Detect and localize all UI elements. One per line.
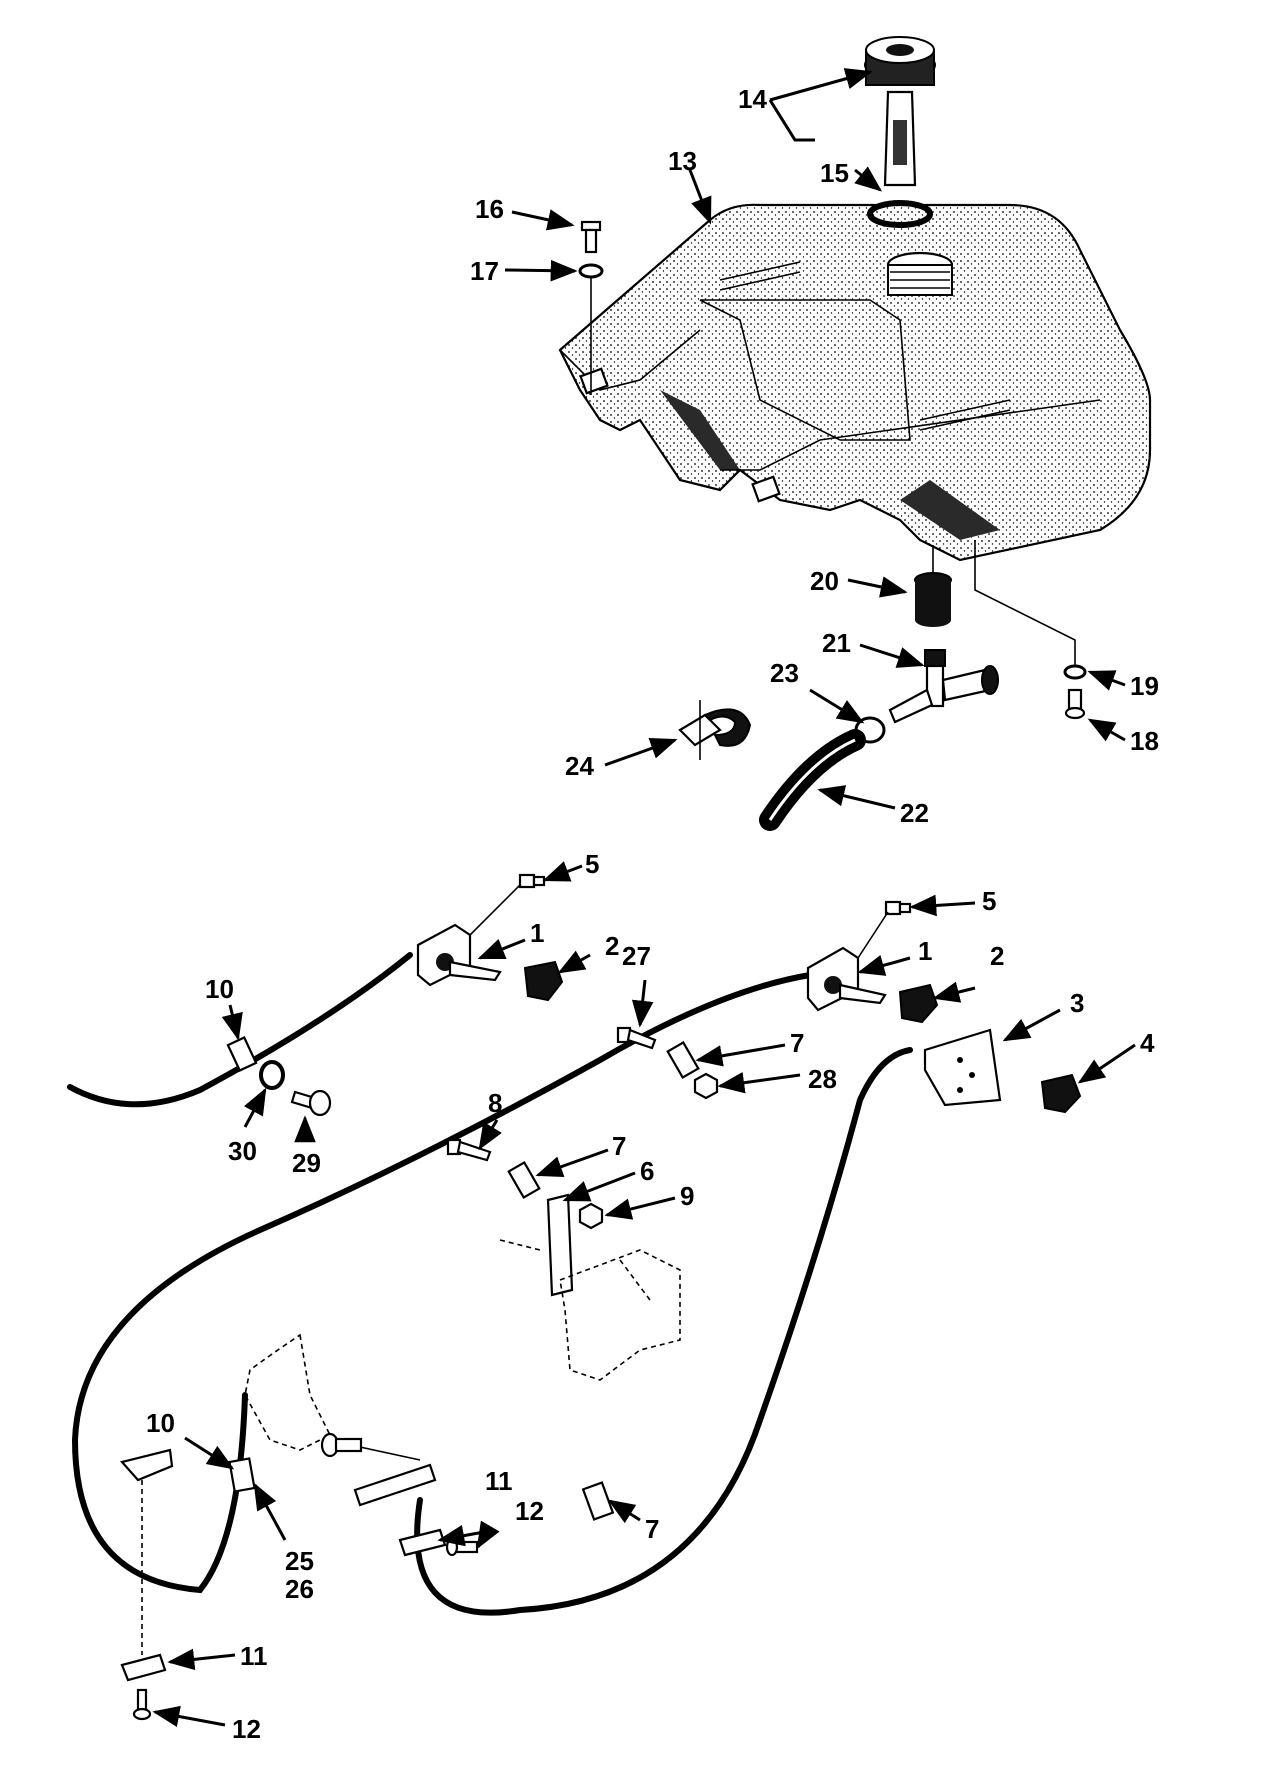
- cable-bracket-right: [806, 946, 887, 1012]
- tank-washer: [578, 263, 604, 279]
- screw-12-left: [132, 1688, 152, 1721]
- callout-8: 8: [488, 1088, 502, 1118]
- tank-screw: [580, 220, 602, 254]
- control-cables: [67, 952, 913, 1616]
- callout-12-left: 12: [232, 1714, 261, 1744]
- callout-30: 30: [228, 1136, 257, 1166]
- bracket-screw-left: [518, 873, 546, 889]
- cable-mount-plate: [923, 1028, 1002, 1107]
- callout-28: 28: [808, 1064, 837, 1094]
- callout-26: 26: [285, 1574, 314, 1604]
- callout-20: 20: [810, 566, 839, 596]
- bracket-screw-right: [884, 900, 912, 916]
- callout-2-right: 2: [990, 941, 1004, 971]
- nut-9: [578, 1202, 604, 1230]
- callout-19: 19: [1130, 671, 1159, 701]
- callout-2-left: 2: [605, 931, 619, 961]
- callout-16: 16: [475, 194, 504, 224]
- cable-clamp-7b: [507, 1161, 541, 1199]
- callout-29: 29: [292, 1148, 321, 1178]
- callout-17: 17: [470, 256, 499, 286]
- hose-clip: [678, 708, 752, 747]
- callout-21: 21: [822, 628, 851, 658]
- callout-3: 3: [1070, 988, 1084, 1018]
- callout-4: 4: [1140, 1028, 1155, 1058]
- gasket: [867, 200, 933, 228]
- cable-clamp-10b: [228, 1457, 256, 1493]
- callout-12-right: 12: [515, 1496, 544, 1526]
- callout-5-left: 5: [585, 849, 599, 879]
- lower-plate: [353, 1463, 437, 1507]
- screw-12-right: [445, 1537, 479, 1557]
- callout-15: 15: [820, 158, 849, 188]
- callout-13: 13: [668, 146, 697, 176]
- lower-bracket: [119, 1448, 174, 1482]
- shutoff-valve: [888, 649, 999, 724]
- clip-11-left: [120, 1653, 167, 1682]
- screw-27: [616, 1026, 657, 1050]
- tank-washer-lower: [1063, 664, 1087, 680]
- callout-24: 24: [565, 751, 594, 781]
- callout-11-right: 11: [485, 1466, 513, 1496]
- tank-fitting: [914, 572, 952, 627]
- clip-11-right: [398, 1528, 447, 1557]
- callout-1-right: 1: [918, 936, 932, 966]
- callout-7-upper: 7: [790, 1028, 804, 1058]
- screw-29: [290, 1089, 332, 1117]
- callout-1-left: 1: [530, 918, 544, 948]
- cable-knob-left: [523, 960, 564, 1002]
- callout-7-middle: 7: [612, 1131, 626, 1161]
- mounting-strap: [546, 1193, 574, 1297]
- cable-clamp-7a: [666, 1041, 700, 1079]
- cable-clamp-10a: [226, 1036, 258, 1072]
- fuel-tank: [558, 203, 1152, 562]
- callout-25: 25: [285, 1546, 314, 1576]
- callout-7-lower: 7: [645, 1514, 659, 1544]
- cable-knob-right: [898, 983, 939, 1024]
- callout-22: 22: [900, 798, 929, 828]
- callout-10-bottom: 10: [146, 1408, 175, 1438]
- frame-bracket-outline: [559, 1249, 681, 1381]
- callout-9: 9: [680, 1181, 694, 1211]
- lever-outline: [244, 1333, 332, 1451]
- cable-knob-far: [1040, 1073, 1082, 1114]
- bolt-lower: [320, 1432, 363, 1458]
- fuel-cap-gauge: [864, 36, 936, 187]
- callout-5-right: 5: [982, 886, 996, 916]
- callout-6: 6: [640, 1156, 654, 1186]
- fuel-hose: [759, 729, 866, 831]
- callout-27: 27: [622, 941, 651, 971]
- tank-screw-lower: [1064, 688, 1086, 720]
- filler-neck: [886, 251, 954, 296]
- callout-11-left: 11: [240, 1641, 268, 1671]
- callout-18: 18: [1130, 726, 1159, 756]
- callout-14: 14: [738, 84, 767, 114]
- cable-bracket-left: [416, 923, 502, 987]
- leader-lines: [152, 68, 1136, 1728]
- callout-10-top: 10: [205, 974, 234, 1004]
- nut-28: [693, 1072, 719, 1100]
- washer-30: [259, 1060, 285, 1090]
- callout-23: 23: [770, 658, 799, 688]
- callout-labels: 14 15 13 16 17 20 21 23 24 22 19 18 5 5 …: [146, 84, 1159, 1744]
- cable-clamp-7c: [581, 1481, 615, 1521]
